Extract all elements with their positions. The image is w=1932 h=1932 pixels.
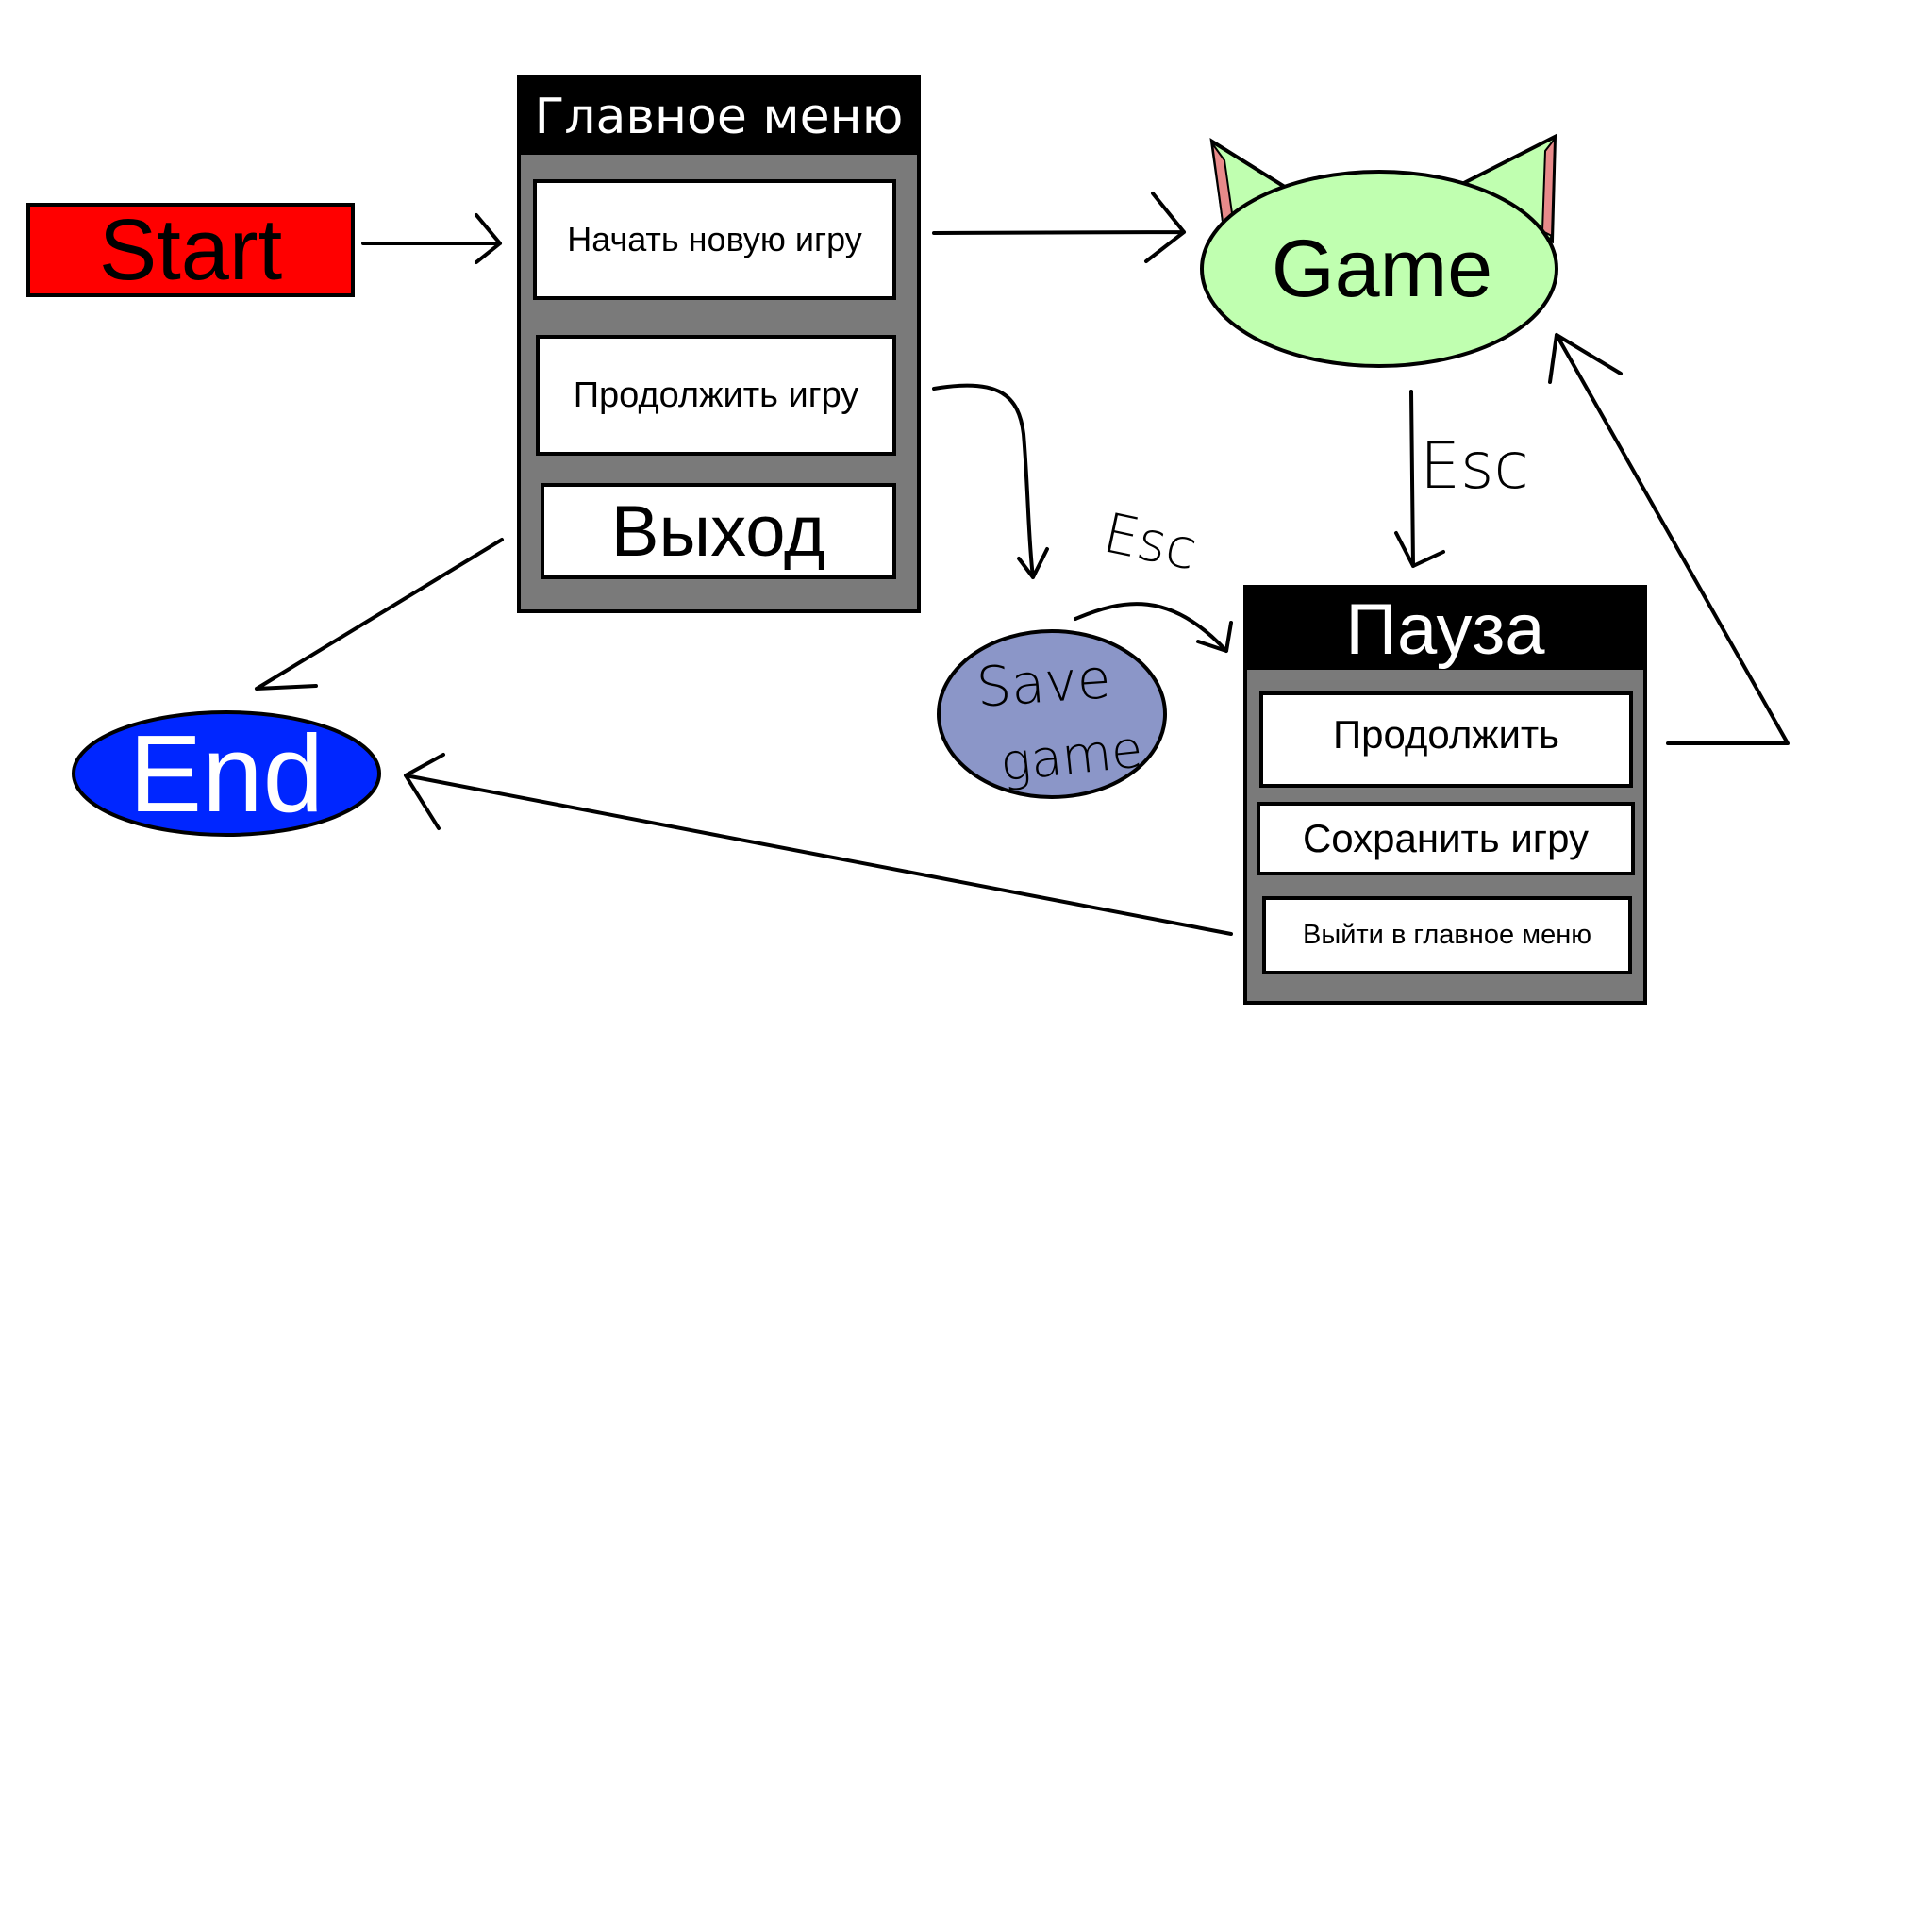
arrow-save-to-pause: [1074, 602, 1233, 653]
resume-button[interactable]: Продолжить: [1259, 691, 1633, 788]
save-game-line1: Save: [974, 646, 1113, 720]
esc-label-game-to-pause: Esc: [1420, 429, 1529, 504]
game-node-shape[interactable]: [1200, 133, 1558, 368]
save-game-ellipse[interactable]: [937, 629, 1167, 799]
arrow-start-to-menu: [361, 213, 502, 264]
game-label: Game: [1271, 223, 1493, 314]
arrow-game-to-pause: [1394, 390, 1445, 568]
game-node[interactable]: Game: [1203, 208, 1561, 330]
end-ellipse[interactable]: [72, 710, 381, 837]
resume-button-label: Продолжить: [1332, 712, 1560, 757]
pause-title-text: Пауза: [1345, 589, 1545, 670]
game-ellipse: [1200, 170, 1558, 368]
main-menu-title-text: Главное меню: [534, 89, 904, 145]
exit-button-label: Выход: [610, 491, 826, 572]
arrow-exit-to-end: [255, 538, 504, 691]
end-node[interactable]: End: [74, 712, 379, 835]
save-game-button-label: Сохранить игру: [1302, 816, 1590, 860]
start-node[interactable]: Start: [26, 201, 355, 298]
new-game-button[interactable]: Начать новую игру: [533, 179, 896, 300]
arrow-newgame-to-game: [932, 192, 1186, 263]
arrow-continue-to-save: [932, 383, 1049, 579]
end-label: End: [128, 712, 325, 835]
save-game-button[interactable]: Сохранить игру: [1257, 802, 1635, 875]
exit-to-main-menu-button-label: Выйти в главное меню: [1303, 920, 1591, 950]
arrow-exitmenu-to-end: [404, 753, 1233, 936]
start-label: Start: [98, 201, 283, 298]
continue-game-button-label: Продолжить игру: [573, 375, 859, 415]
exit-to-main-menu-button[interactable]: Выйти в главное меню: [1262, 896, 1632, 974]
new-game-button-label: Начать новую игру: [567, 220, 862, 258]
pause-title: Пауза: [1247, 589, 1643, 670]
exit-button[interactable]: Выход: [541, 483, 896, 579]
arrow-continue-to-game: [1548, 333, 1790, 745]
main-menu-title: Главное меню: [521, 79, 917, 155]
continue-game-button[interactable]: Продолжить игру: [536, 335, 896, 456]
